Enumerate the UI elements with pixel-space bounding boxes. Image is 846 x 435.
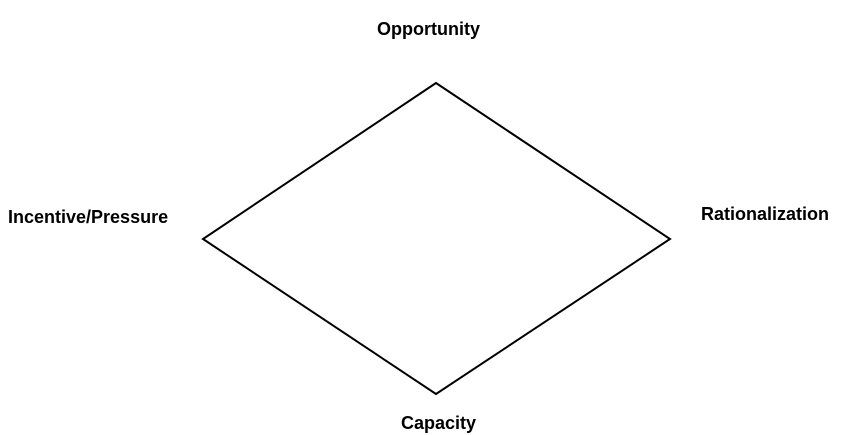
diamond-outline <box>201 81 672 396</box>
label-capacity: Capacity <box>401 413 477 433</box>
label-opportunity: Opportunity <box>377 19 480 39</box>
label-rationalization: Rationalization <box>701 204 830 224</box>
label-incentive-pressure: Incentive/Pressure <box>8 207 169 227</box>
